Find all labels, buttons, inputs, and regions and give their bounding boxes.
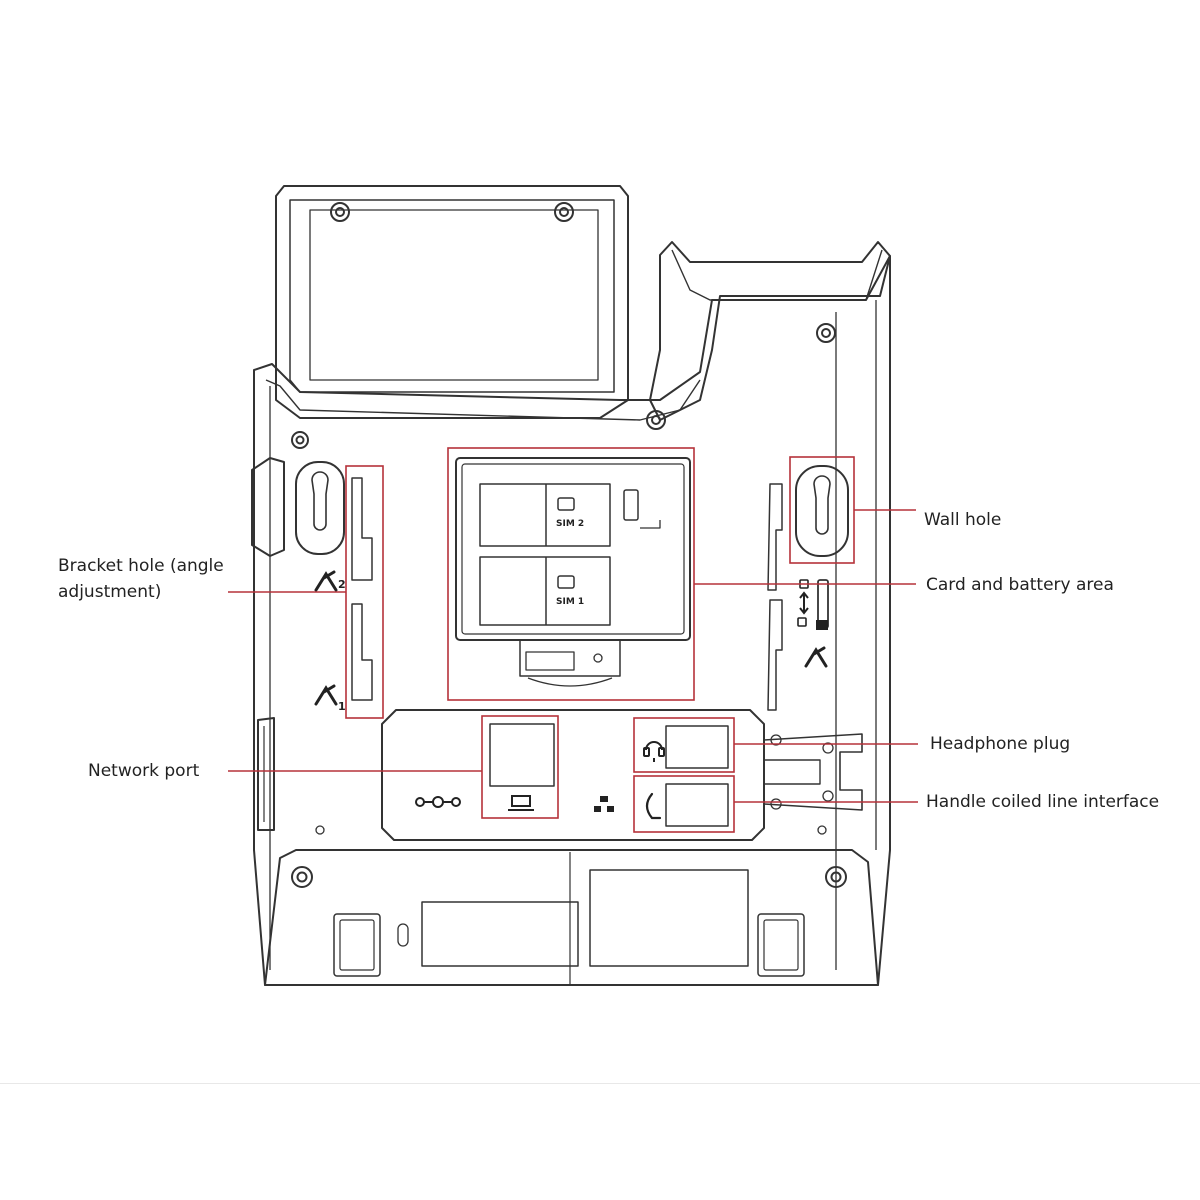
highlight-headphone-port bbox=[633, 717, 735, 773]
angle-label-1: 1 bbox=[338, 700, 346, 713]
angle-bracket-icon bbox=[314, 684, 338, 706]
leader-lines bbox=[228, 509, 918, 803]
vent-left bbox=[421, 901, 579, 967]
wall-hole-left bbox=[295, 461, 345, 555]
highlight-wall-hole bbox=[789, 456, 855, 564]
screw-bottom-left bbox=[291, 866, 313, 888]
callout-wall-hole: Wall hole bbox=[924, 510, 1002, 530]
callout-network-port: Network port bbox=[88, 761, 200, 781]
computer-port-icon bbox=[508, 795, 534, 811]
callout-headphone-plug: Headphone plug bbox=[930, 734, 1071, 754]
angle-label-2: 2 bbox=[338, 578, 346, 591]
lan-network-icon bbox=[594, 796, 614, 812]
vent-right bbox=[589, 869, 749, 967]
sim-slot-1 bbox=[479, 556, 611, 626]
screw-bottom-right bbox=[825, 866, 847, 888]
screw-right-upper bbox=[816, 323, 836, 343]
handset-port bbox=[665, 783, 729, 827]
angle-bracket-icon bbox=[314, 570, 338, 592]
phone-body bbox=[251, 185, 891, 986]
callout-bracket-hole-line1: Bracket hole (angle bbox=[58, 556, 224, 576]
wall-hole-right bbox=[795, 465, 849, 557]
cable-channel bbox=[763, 733, 863, 811]
stand-top bbox=[275, 185, 629, 419]
highlight-network-port bbox=[481, 715, 559, 819]
footer-divider bbox=[0, 1083, 1200, 1084]
callout-bracket-hole-line2: adjustment) bbox=[58, 582, 162, 602]
arrows-updown-icon bbox=[799, 591, 809, 615]
screw-top-left bbox=[330, 202, 350, 222]
power-dc-icon bbox=[415, 796, 461, 808]
foot-right bbox=[757, 913, 805, 977]
headphone-port bbox=[665, 725, 729, 769]
callout-card-battery: Card and battery area bbox=[926, 575, 1114, 595]
unlock-icon bbox=[797, 617, 807, 627]
sim1-label: SIM 1 bbox=[556, 597, 584, 607]
callout-handle-line: Handle coiled line interface bbox=[926, 792, 1160, 812]
handset-cradle bbox=[649, 241, 891, 421]
angle-bracket-icon bbox=[804, 646, 828, 668]
headset-icon bbox=[643, 741, 665, 762]
foot-left bbox=[333, 913, 381, 977]
port-panel bbox=[381, 709, 765, 841]
screw-mid bbox=[646, 410, 666, 430]
sim2-label: SIM 2 bbox=[556, 519, 584, 529]
highlight-card-battery bbox=[447, 447, 695, 701]
sim-slot-2 bbox=[479, 483, 611, 547]
battery-compartment bbox=[455, 457, 691, 641]
bottom-base bbox=[264, 849, 879, 986]
callout-bracket-hole: Bracket hole (angle adjustment) bbox=[58, 553, 258, 605]
screw-left-upper bbox=[291, 431, 309, 449]
network-port bbox=[489, 723, 555, 787]
lock-indicator bbox=[816, 620, 828, 630]
handset-icon bbox=[645, 792, 662, 820]
main-housing bbox=[253, 255, 891, 986]
screw-top-right bbox=[554, 202, 574, 222]
highlight-handset-port bbox=[633, 775, 735, 833]
